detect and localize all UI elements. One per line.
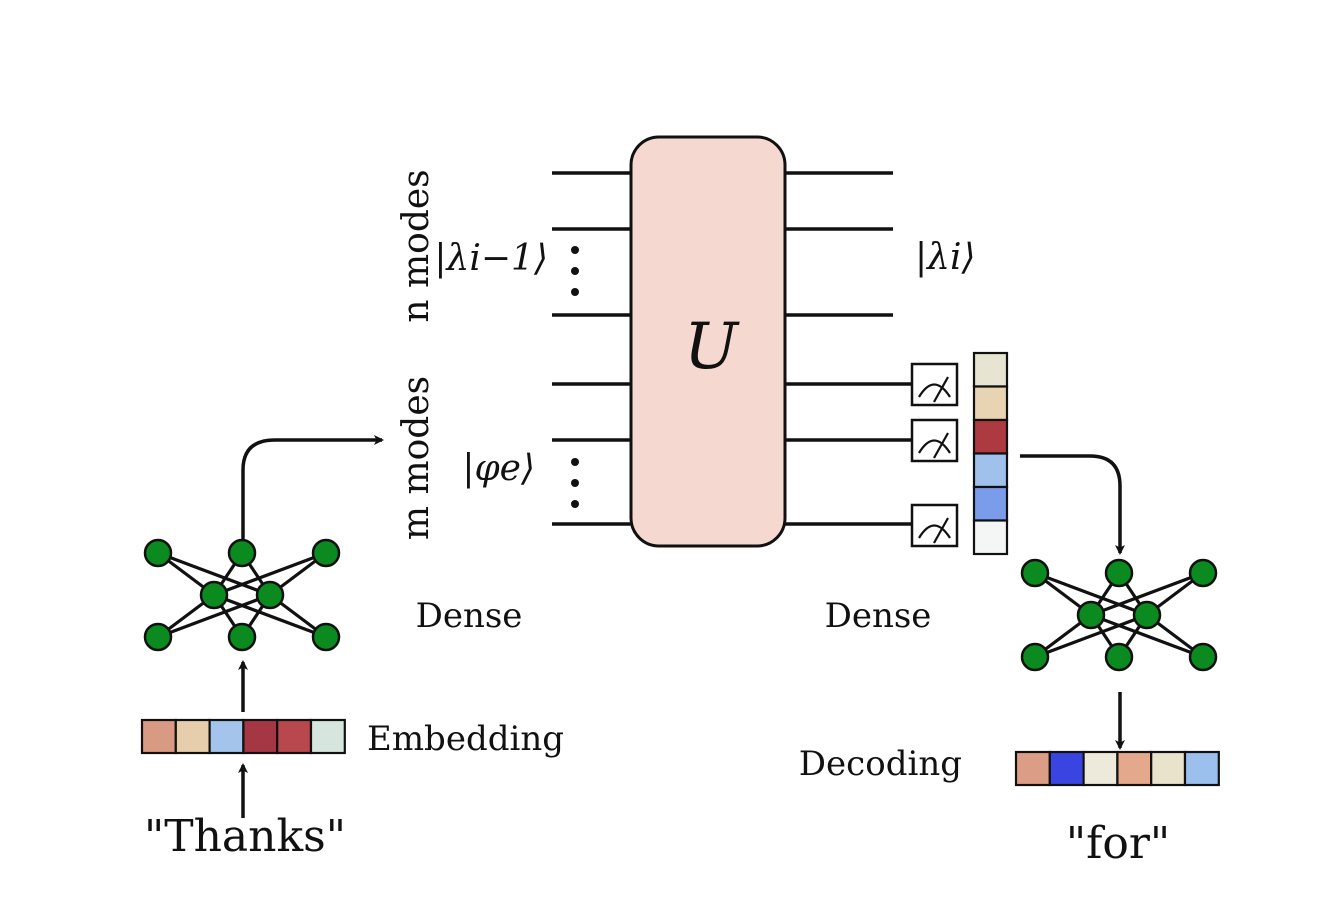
network-node [227, 538, 257, 568]
network-node [1076, 600, 1106, 630]
vector-cell [972, 418, 1009, 455]
output-word: "for" [1066, 818, 1170, 869]
decoding-label: Decoding [799, 744, 962, 784]
vector-cell [1183, 750, 1220, 787]
vector-cell [1150, 750, 1187, 787]
m-modes-label: m modes [396, 376, 437, 540]
network-node [1020, 642, 1050, 672]
network-edge [1090, 571, 1204, 617]
arrow-dense-to-circuit [241, 435, 384, 540]
dot [571, 479, 579, 487]
vector-cell [208, 718, 245, 755]
output-probability-vector [972, 351, 1009, 556]
arrow-probs-to-dense [1020, 454, 1125, 555]
network-edge [213, 551, 327, 597]
lower-input-state-label: |φe⟩ [462, 448, 535, 489]
vector-cell [140, 718, 177, 755]
network-edge [1090, 613, 1204, 659]
network-edge [157, 593, 271, 639]
measurement-meter-icon [910, 418, 959, 463]
network-node [311, 622, 341, 652]
measurement-meter-icon [910, 362, 959, 407]
vector-cell [276, 718, 313, 755]
network-node [1104, 642, 1134, 672]
unitary-label: U [684, 310, 740, 384]
dot [571, 458, 579, 466]
network-node [1104, 558, 1134, 588]
vector-cell [972, 485, 1009, 522]
output-wires [784, 171, 912, 526]
network-node [1188, 558, 1218, 588]
unitary-block [629, 135, 787, 548]
input-wires [552, 171, 632, 526]
dot [571, 267, 579, 275]
vector-cell [972, 519, 1009, 556]
vector-cell [1014, 750, 1051, 787]
left-dense-network-icon [143, 538, 341, 652]
network-edge [157, 551, 271, 597]
vector-cell [1116, 750, 1153, 787]
vector-cell [1048, 750, 1085, 787]
output-embedding-vector [1014, 750, 1220, 787]
upper-input-state-label: |λi−1⟩ [434, 238, 548, 279]
network-edge [213, 593, 327, 639]
dense-left-label: Dense [416, 596, 523, 636]
network-edge [1034, 613, 1148, 659]
network-node [143, 538, 173, 568]
vector-cell [972, 351, 1009, 388]
measurement-meters [910, 362, 959, 548]
ellipsis-dots [571, 246, 579, 508]
output-state-label: |λi⟩ [915, 237, 976, 278]
vector-cell [1082, 750, 1119, 787]
dot [571, 288, 579, 296]
vector-cell [309, 718, 346, 755]
right-dense-network-icon [1020, 558, 1218, 672]
flow-arrows [238, 435, 1125, 818]
network-node [227, 622, 257, 652]
network-node [143, 622, 173, 652]
network-node [1132, 600, 1162, 630]
input-embedding-vector [140, 718, 346, 755]
n-modes-label: n modes [396, 169, 437, 322]
network-node [255, 580, 285, 610]
dot [571, 500, 579, 508]
network-edge [1034, 571, 1148, 617]
vector-cell [242, 718, 279, 755]
dot [571, 246, 579, 254]
network-node [1020, 558, 1050, 588]
embedding-label: Embedding [367, 719, 564, 759]
dense-right-label: Dense [825, 596, 932, 636]
vector-cell [972, 385, 1009, 422]
vector-cell [972, 452, 1009, 489]
network-node [311, 538, 341, 568]
input-word: "Thanks" [144, 811, 346, 862]
network-node [199, 580, 229, 610]
measurement-meter-icon [910, 503, 959, 548]
network-node [1188, 642, 1218, 672]
vector-cell [174, 718, 211, 755]
